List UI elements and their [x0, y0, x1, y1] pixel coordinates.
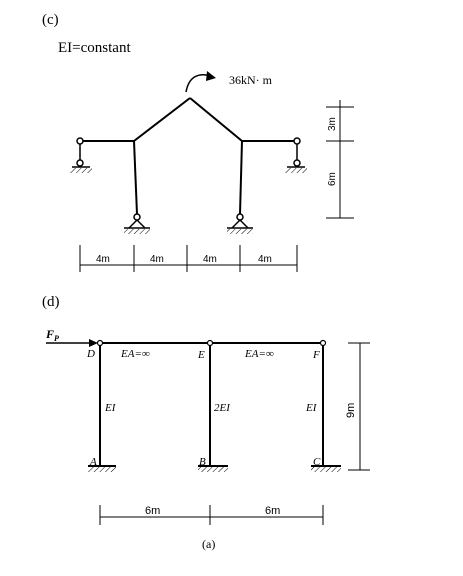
figure-caption: (a) [202, 537, 215, 551]
node-b-label: B [199, 456, 206, 468]
left-column [133, 140, 138, 215]
dim-d-height: 9m [345, 403, 357, 418]
node-d-label: D [86, 348, 95, 360]
panel-c: (c) EI=constant [42, 12, 354, 272]
panel-c-note: EI=constant [58, 40, 131, 56]
joint-e [206, 339, 214, 347]
span-dimension-d [99, 505, 324, 525]
span-c-4: 4m [258, 254, 272, 265]
span-c-1: 4m [96, 254, 110, 265]
right-column [239, 140, 243, 215]
left-rafter [133, 97, 191, 142]
col-left-stiffness: EI [104, 402, 117, 414]
frame-d [99, 342, 324, 466]
col-mid-stiffness: 2EI [214, 402, 231, 414]
node-f-label: F [312, 349, 320, 361]
frame-c [80, 97, 297, 215]
pin-support-left [124, 213, 150, 234]
node-c-label: C [313, 456, 321, 468]
fixed-support-c [311, 465, 341, 472]
fixed-support-a [88, 465, 116, 472]
dim-c-lower: 6m [327, 172, 338, 186]
panel-d-tag: (d) [42, 294, 60, 310]
joint-d [96, 339, 104, 347]
beam-right-stiffness: EA=∞ [244, 348, 274, 360]
col-right-stiffness: EI [305, 402, 318, 414]
span-c-2: 4m [150, 254, 164, 265]
joints-d [96, 339, 327, 347]
roller-support-left [70, 137, 92, 173]
height-dimension-d [348, 342, 370, 471]
node-a-label: A [89, 456, 97, 468]
span-c-3: 4m [203, 254, 217, 265]
moment-label: 36kN· m [229, 73, 273, 87]
force-label: FP [45, 327, 59, 343]
span-d-2: 6m [265, 505, 280, 517]
panel-c-tag: (c) [42, 12, 59, 28]
roller-support-right [285, 137, 307, 173]
height-dimension-c [326, 100, 354, 219]
panel-d: (d) FP [42, 294, 370, 551]
moment-arrow-icon [185, 71, 216, 93]
span-d-1: 6m [145, 505, 160, 517]
beam-left-stiffness: EA=∞ [120, 348, 150, 360]
pin-support-right [227, 213, 253, 234]
right-rafter [189, 97, 243, 142]
fixed-support-b [198, 465, 228, 472]
force-arrow-icon [46, 339, 98, 347]
span-dimension-c [79, 245, 298, 272]
dim-c-upper: 3m [327, 117, 338, 131]
joint-f [319, 339, 327, 347]
node-e-label: E [197, 349, 205, 361]
